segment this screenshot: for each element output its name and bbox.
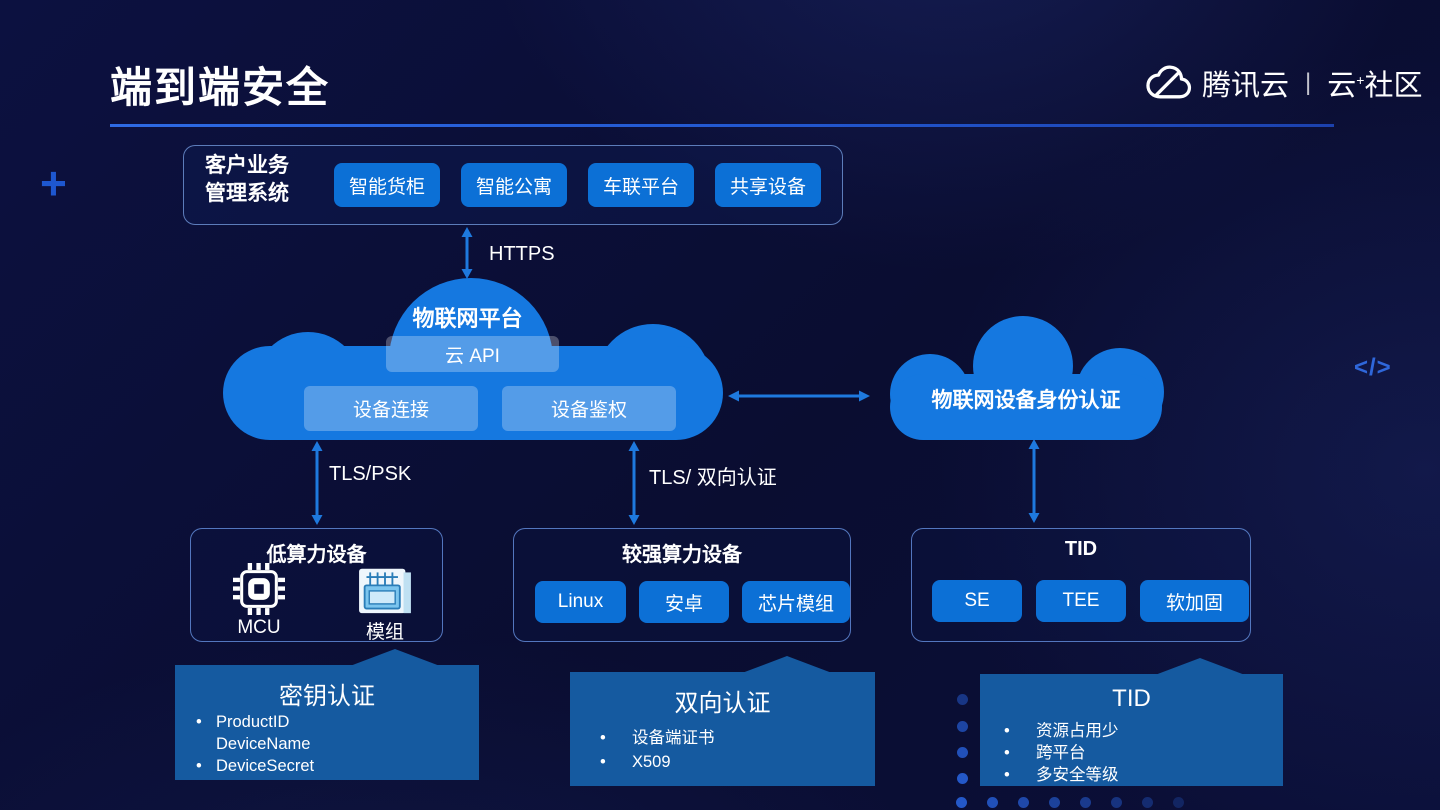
list-item: 资源占用少: [1004, 720, 1119, 742]
low-power-title: 低算力设备: [266, 544, 367, 566]
module-label: 模组: [365, 622, 404, 643]
device-connect-chip: 设备连接: [304, 386, 478, 431]
dot-decoration: [1018, 797, 1029, 808]
node-linux: Linux: [535, 581, 626, 623]
dot-decoration: [1173, 797, 1184, 808]
identity-cloud: [890, 316, 1164, 440]
strong-power-box: 较强算力设备 Linux 安卓 芯片模组: [513, 528, 851, 642]
node-vehicle-platform: 车联平台: [588, 163, 694, 207]
callout-key-auth-title: 密钥认证: [279, 683, 375, 710]
dot-decoration: [1142, 797, 1153, 808]
node-soft-hardening: 软加固: [1140, 580, 1249, 622]
node-smart-apartment: 智能公寓: [461, 163, 567, 207]
node-smart-locker: 智能货柜: [334, 163, 440, 207]
dot-decoration: [957, 773, 968, 784]
dot-decoration: [1111, 797, 1122, 808]
callout-tid-title: TID: [1112, 685, 1151, 712]
dot-decoration: [957, 721, 968, 732]
brand-name: 腾讯云: [1202, 70, 1290, 102]
dot-decoration: [957, 694, 968, 705]
dot-decoration: [1080, 797, 1091, 808]
module-board-icon: [359, 568, 411, 614]
node-android: 安卓: [639, 581, 729, 623]
tid-buttons: SE TEE 软加固: [932, 580, 1249, 622]
cloud-link-arrow-icon: [728, 390, 870, 402]
identity-tid-arrow-icon: [1028, 439, 1040, 523]
callout-mutual-auth-title: 双向认证: [674, 690, 771, 717]
callout-pointer: [742, 656, 832, 673]
dot-decoration: [956, 797, 967, 808]
callout-mutual-auth: 双向认证 设备端证书 X509: [570, 656, 875, 786]
tid-box: TID SE TEE 软加固: [911, 528, 1251, 642]
iot-platform-title: 物联网平台: [412, 306, 523, 331]
node-shared-device: 共享设备: [715, 163, 821, 207]
https-arrow-icon: [461, 227, 473, 279]
mcu-label: MCU: [237, 617, 281, 638]
community-name: 云+社区: [1327, 70, 1423, 102]
list-item: X509: [600, 750, 715, 774]
list-item: 设备端证书: [600, 726, 715, 750]
mcu-chip-icon: [233, 563, 285, 615]
iot-platform-cloud: [223, 278, 723, 440]
list-item: DeviceSecret: [196, 755, 314, 777]
strong-power-title: 较强算力设备: [622, 544, 742, 566]
callout-pointer: [350, 649, 440, 666]
tls-psk-arrow-icon: [311, 441, 323, 525]
tls-psk-label: TLS/PSK: [329, 463, 412, 485]
page-title: 端到端安全: [110, 64, 331, 111]
tid-title: TID: [1064, 538, 1098, 560]
strong-power-buttons: Linux 安卓 芯片模组: [535, 581, 850, 623]
device-auth-chip: 设备鉴权: [502, 386, 676, 431]
callout-key-auth: 密钥认证 ProductID DeviceName DeviceSecret: [175, 649, 479, 780]
dot-decoration: [1049, 797, 1060, 808]
list-item: 跨平台: [1004, 742, 1119, 764]
list-item: 多安全等级: [1004, 764, 1119, 786]
plus-decoration-icon: +: [40, 157, 67, 209]
list-item: ProductID: [196, 711, 314, 733]
callout-tid: TID 资源占用少 跨平台 多安全等级: [980, 658, 1283, 786]
logo-divider: |: [1305, 69, 1312, 96]
tls-mutual-arrow-icon: [628, 441, 640, 525]
dot-decoration: [987, 797, 998, 808]
node-tee: TEE: [1036, 580, 1126, 622]
cloud-api-chip: 云 API: [386, 336, 559, 372]
low-power-box: 低算力设备 MCU 模组: [190, 528, 443, 643]
brand-logo: 腾讯云 | 云+社区: [1146, 60, 1422, 106]
business-system-label: 客户业务 管理系统: [205, 154, 289, 205]
node-se: SE: [932, 580, 1022, 622]
title-underline: [110, 124, 1334, 127]
code-decoration-icon: </>: [1354, 354, 1392, 381]
https-label: HTTPS: [489, 243, 555, 265]
business-buttons: 智能货柜 智能公寓 车联平台 共享设备: [334, 163, 821, 207]
node-chip-module: 芯片模组: [742, 581, 850, 623]
identity-cloud-title: 物联网设备身份认证: [931, 389, 1121, 412]
dot-decoration: [957, 747, 968, 758]
list-item: DeviceName: [216, 735, 311, 753]
callout-pointer: [1155, 658, 1245, 675]
tencent-cloud-icon: [1146, 65, 1192, 99]
tls-mutual-label: TLS/ 双向认证: [649, 467, 777, 489]
